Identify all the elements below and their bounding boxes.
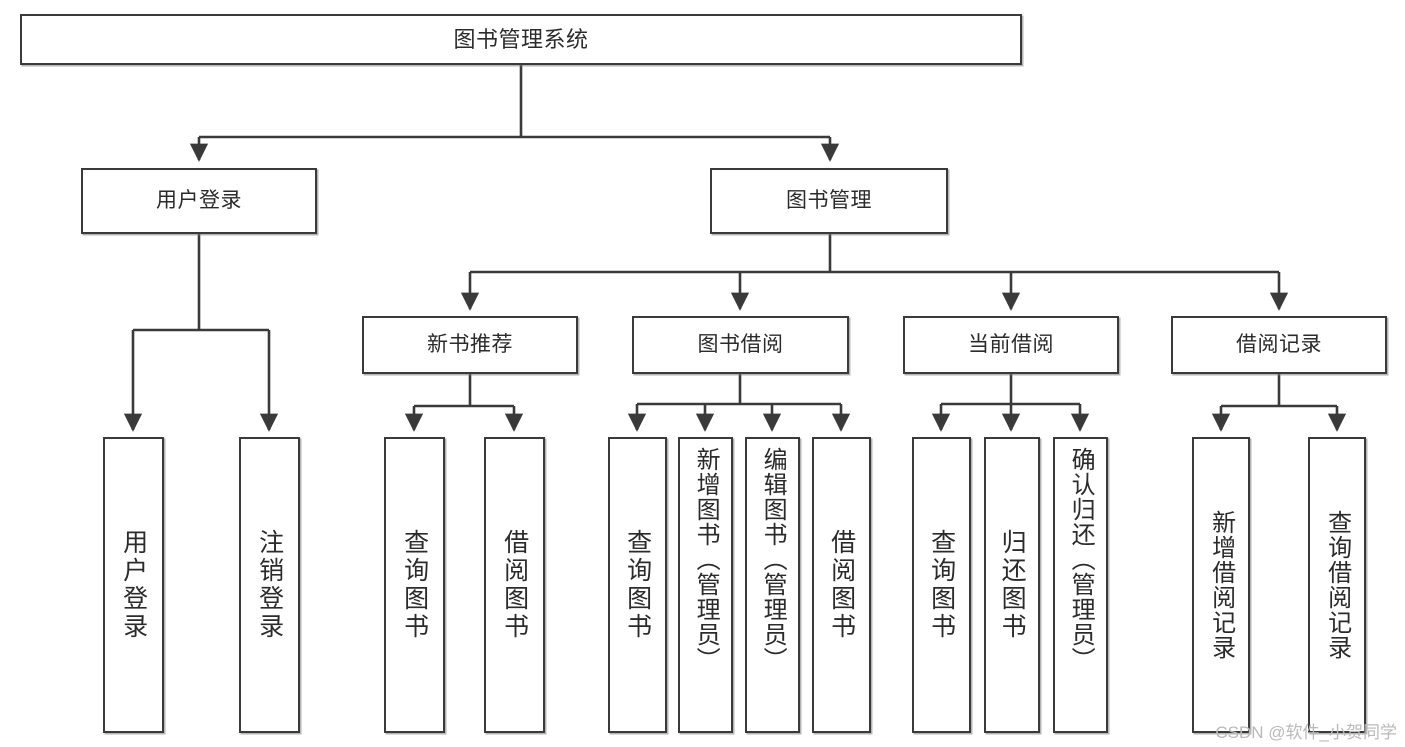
leaf-return-book[interactable]: 归还图书 — [984, 437, 1040, 733]
watermark: CSDN @软件_小贺同学 — [1215, 723, 1397, 742]
node-book-management-label: 图书管理 — [786, 188, 872, 212]
leaf-query-book-recommend[interactable]: 查询图书 — [384, 437, 445, 733]
leaf-query-book-current-label: 查询图书 — [927, 529, 956, 641]
node-user-login[interactable]: 用户登录 — [81, 168, 317, 234]
node-borrow-record-label: 借阅记录 — [1236, 332, 1322, 356]
leaf-query-borrow-record[interactable]: 查询借阅记录 — [1308, 437, 1366, 733]
leaf-user-login[interactable]: 用户登录 — [103, 437, 164, 733]
leaf-add-borrow-record[interactable]: 新增借阅记录 — [1192, 437, 1250, 733]
node-new-book-recommend[interactable]: 新书推荐 — [362, 316, 578, 374]
node-book-management[interactable]: 图书管理 — [710, 168, 948, 234]
node-borrow-record[interactable]: 借阅记录 — [1171, 316, 1387, 374]
node-current-borrow[interactable]: 当前借阅 — [903, 316, 1119, 374]
leaf-return-book-label: 归还图书 — [998, 529, 1027, 641]
leaf-user-login-label: 用户登录 — [119, 529, 148, 641]
node-book-borrow[interactable]: 图书借阅 — [632, 316, 849, 374]
leaf-borrow-book[interactable]: 借阅图书 — [812, 437, 871, 733]
node-book-borrow-label: 图书借阅 — [697, 332, 784, 356]
node-root-label: 图书管理系统 — [453, 26, 589, 52]
leaf-edit-book-admin[interactable]: 编辑图书（管理员） — [745, 437, 800, 733]
leaf-query-book-label: 查询图书 — [623, 529, 652, 641]
leaf-borrow-book-recommend[interactable]: 借阅图书 — [484, 437, 545, 733]
leaf-confirm-return-admin-label: 确认归还（管理员） — [1067, 447, 1095, 672]
leaf-borrow-book-recommend-label: 借阅图书 — [500, 529, 529, 641]
leaf-add-book-admin-label: 新增图书（管理员） — [692, 447, 720, 672]
leaf-logout-label: 注销登录 — [255, 529, 284, 641]
leaf-query-borrow-record-label: 查询借阅记录 — [1323, 510, 1351, 660]
leaf-edit-book-admin-label: 编辑图书（管理员） — [759, 447, 787, 672]
node-user-login-label: 用户登录 — [156, 188, 242, 212]
leaf-query-book-recommend-label: 查询图书 — [400, 529, 429, 641]
leaf-query-book[interactable]: 查询图书 — [608, 437, 667, 733]
leaf-add-borrow-record-label: 新增借阅记录 — [1207, 510, 1235, 660]
leaf-borrow-book-label: 借阅图书 — [827, 529, 856, 641]
node-root[interactable]: 图书管理系统 — [20, 14, 1022, 65]
leaf-query-book-current[interactable]: 查询图书 — [912, 437, 971, 733]
leaf-confirm-return-admin[interactable]: 确认归还（管理员） — [1053, 437, 1108, 733]
leaf-logout[interactable]: 注销登录 — [239, 437, 300, 733]
node-new-book-recommend-label: 新书推荐 — [427, 332, 513, 356]
node-current-borrow-label: 当前借阅 — [968, 332, 1054, 356]
leaf-add-book-admin[interactable]: 新增图书（管理员） — [678, 437, 733, 733]
